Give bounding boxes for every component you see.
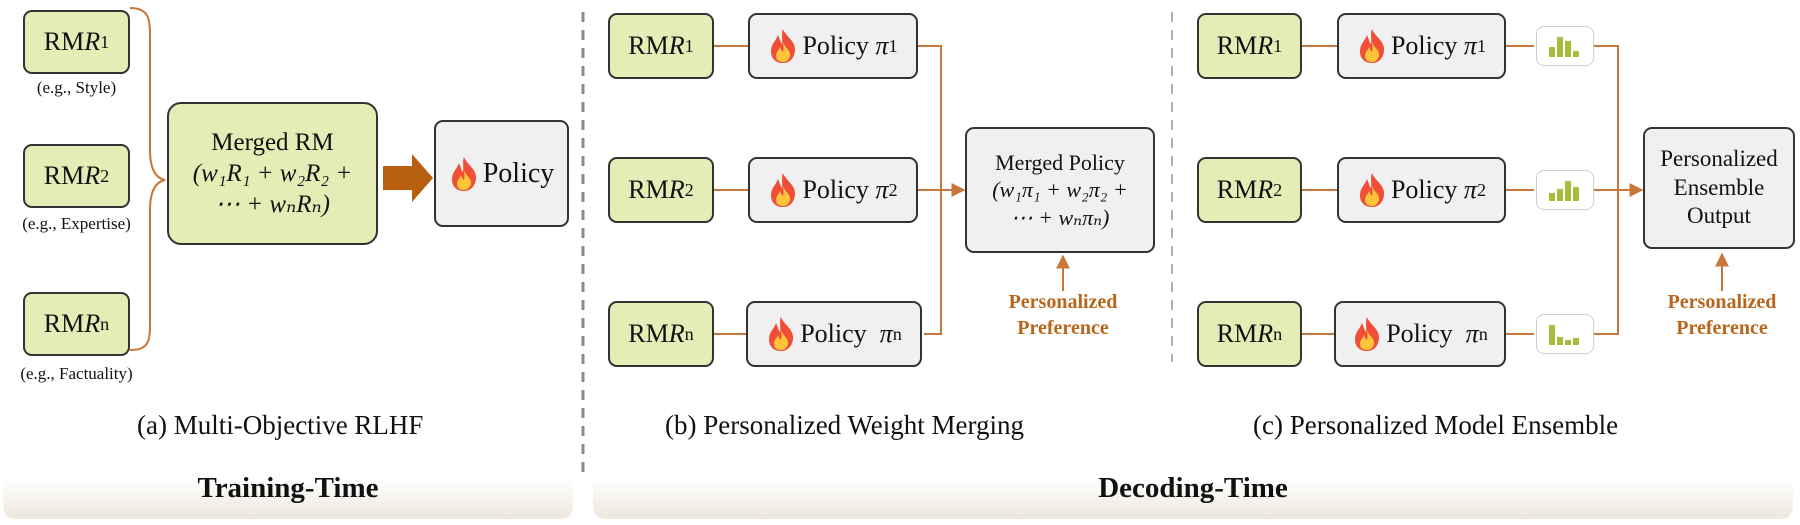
merged-policy-title: Merged Policy [995, 149, 1125, 175]
rm-example-1: (e.g., Style) [36, 78, 117, 97]
fire-icon [766, 316, 796, 352]
fire-icon [768, 172, 798, 208]
merged-policy-formula-1: (w₁π₁ + w₂π₂ + [992, 177, 1128, 203]
big-arrow [383, 154, 433, 202]
personalized-preference-b: Personalized Preference [1008, 291, 1118, 339]
policy-label-a: Policy [482, 157, 555, 189]
fire-icon [1352, 316, 1382, 352]
panel-b-connectors [714, 45, 1070, 335]
training-band [3, 477, 573, 519]
caption-b: (b) Personalized Weight Merging [665, 410, 1025, 440]
merged-policy-formula-2: ⋯ + wₙπₙ) [1010, 204, 1110, 230]
decoding-time-label: Decoding-Time [1098, 472, 1288, 504]
fire-icon [449, 156, 479, 192]
ensemble-output-box: Personalized Ensemble Output [1643, 127, 1795, 249]
policy-box-a: Policy [434, 120, 569, 227]
merged-policy-box: Merged Policy (w₁π₁ + w₂π₂ + ⋯ + wₙπₙ) [965, 127, 1155, 253]
histogram-icon [1536, 314, 1594, 354]
fire-icon [1357, 28, 1387, 64]
merged-rm-title: Merged RM [211, 128, 334, 156]
merged-rm-formula-2: ⋯ + wₙRₙ) [215, 191, 330, 219]
caption-c: (c) Personalized Model Ensemble [1253, 410, 1619, 440]
caption-a: (a) Multi-Objective RLHF [137, 410, 424, 440]
fire-icon [1357, 172, 1387, 208]
panel-c-connectors [1302, 45, 1729, 335]
merged-rm-formula-1: (w₁R₁ + w₂R₂ + [192, 159, 353, 187]
training-time-label: Training-Time [197, 472, 379, 504]
personalized-preference-c: Personalized Preference [1667, 291, 1777, 339]
rm-brace [129, 7, 166, 351]
rm-example-2: (e.g., Expertise) [22, 214, 131, 233]
fire-icon [768, 28, 798, 64]
decoding-band [593, 477, 1793, 519]
histogram-icon [1536, 170, 1594, 210]
rm-example-n: (e.g., Factuality) [20, 364, 133, 383]
merged-rm-box: Merged RM (w₁R₁ + w₂R₂ + ⋯ + wₙRₙ) [167, 102, 378, 245]
histogram-icon [1536, 26, 1594, 66]
